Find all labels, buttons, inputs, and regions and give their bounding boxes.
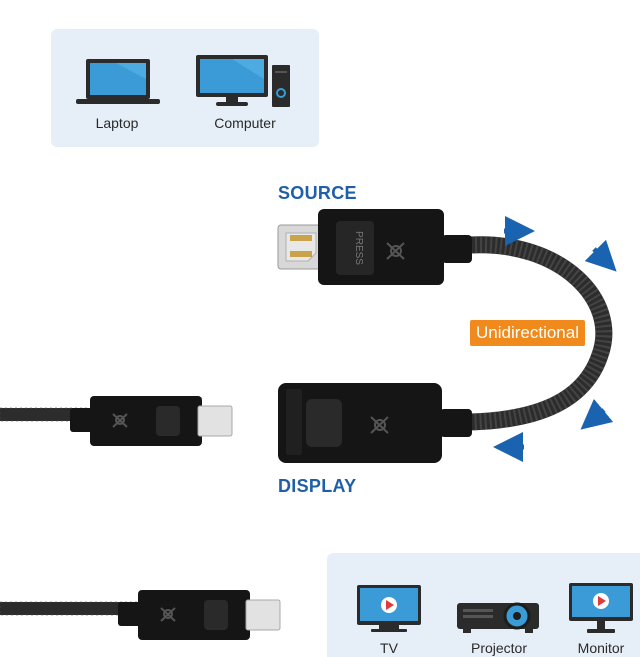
arrow-down-left-icon bbox=[580, 398, 614, 430]
source-device-label-laptop: Laptop bbox=[95, 115, 139, 131]
hdmi-plug-bottom bbox=[118, 590, 281, 640]
tv-icon bbox=[357, 585, 421, 632]
source-device-label-computer: Computer bbox=[214, 115, 276, 131]
desktop-computer-icon bbox=[196, 55, 290, 107]
monitor-icon bbox=[569, 583, 633, 633]
source-devices-panel: Laptop Computer bbox=[51, 29, 319, 147]
displayport-connector: PRESS bbox=[277, 209, 472, 285]
display-device-label-projector: Projector bbox=[470, 640, 528, 656]
press-latch-label: PRESS bbox=[353, 231, 364, 265]
display-device-label-monitor: Monitor bbox=[577, 640, 625, 656]
display-devices-panel: TV Projector Monitor bbox=[327, 553, 640, 657]
source-label: SOURCE bbox=[278, 183, 357, 203]
display-device-label-tv: TV bbox=[380, 640, 398, 656]
unidirectional-badge: Unidirectional bbox=[470, 320, 585, 346]
projector-icon bbox=[457, 602, 539, 633]
display-label: DISPLAY bbox=[278, 476, 357, 496]
hdmi-adapter-housing bbox=[278, 383, 472, 463]
laptop-icon bbox=[76, 59, 160, 104]
arrow-down-right-icon bbox=[584, 239, 617, 272]
hdmi-plug-left bbox=[70, 396, 233, 446]
